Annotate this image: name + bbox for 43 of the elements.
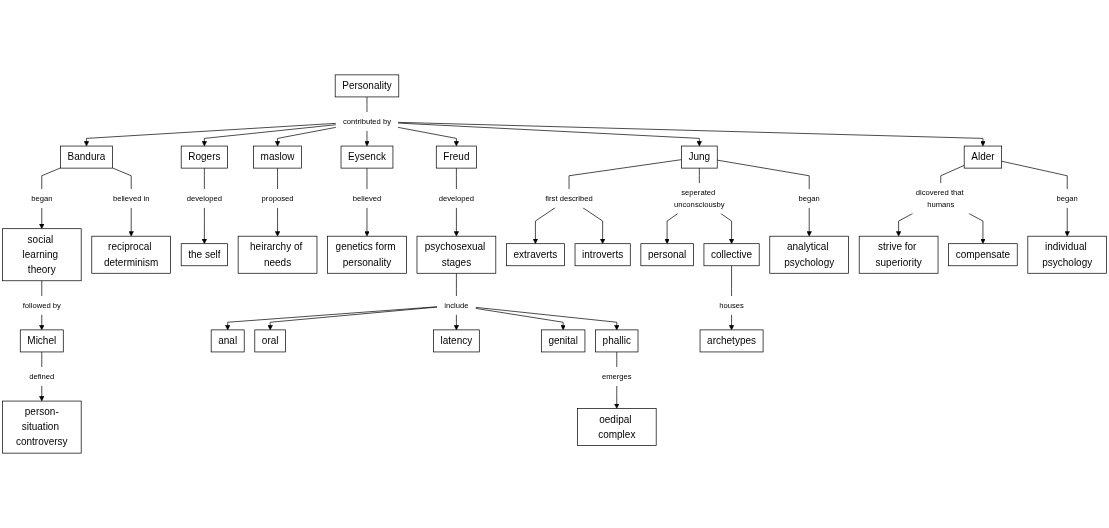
connector (204, 167, 205, 190)
node-box: maslow (253, 145, 302, 169)
node-box: compensate (948, 243, 1018, 267)
node-box: psychosexual stages (416, 235, 497, 274)
connector (731, 265, 732, 297)
node-box: individual psychology (1027, 235, 1107, 274)
node-box: analytical psychology (769, 235, 849, 274)
node-box: Michel (19, 329, 64, 353)
node-box: collective (703, 243, 760, 267)
node-box: extraverts (506, 243, 565, 267)
node-box: Bandura (60, 145, 113, 169)
node-box: latency (433, 329, 480, 353)
node-box: person-situation controversy (2, 400, 82, 454)
node-box: Alder (963, 145, 1002, 169)
node-box: Jung (681, 145, 718, 169)
connector (699, 167, 700, 184)
node-box: the self (180, 243, 228, 267)
node-box: archetypes (699, 329, 764, 353)
connector (616, 351, 618, 368)
connector (716, 159, 810, 190)
node-box: anal (210, 329, 245, 353)
connector (456, 272, 457, 297)
connector (277, 167, 278, 190)
node-box: phallic (595, 329, 639, 353)
node-box: oral (254, 329, 286, 353)
node-box: Eysenck (340, 145, 394, 169)
connector (456, 167, 457, 190)
node-box: social learning theory (2, 228, 82, 282)
node-box: Personality (334, 74, 400, 98)
node-box: oedipal complex (577, 408, 657, 446)
node-box: introverts (574, 243, 631, 267)
connector (41, 351, 43, 368)
node-box: strive for superiority (858, 235, 939, 274)
node-box: reciprocal determinism (91, 235, 171, 274)
node-box: heirarchy of needs (237, 235, 318, 274)
connector (940, 165, 965, 184)
node-box: Freud (435, 145, 477, 169)
node-box: Rogers (180, 145, 228, 169)
node-box: genital (541, 329, 586, 353)
node-box: personal (640, 243, 694, 267)
node-box: genetics form personality (327, 235, 407, 274)
connector (1001, 160, 1068, 190)
connector (568, 159, 682, 190)
